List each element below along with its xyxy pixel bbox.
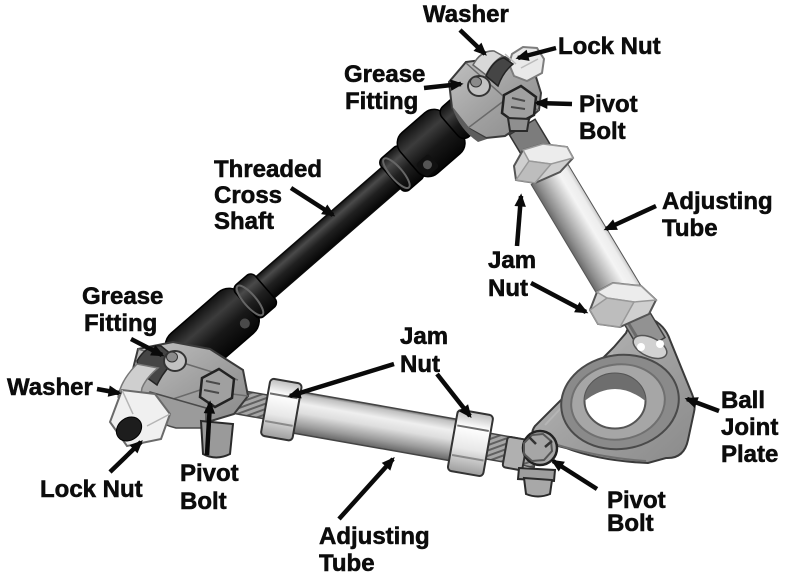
svg-text:Washer: Washer (423, 1, 509, 28)
svg-text:Tube: Tube (662, 215, 718, 242)
svg-text:Grease: Grease (82, 283, 163, 310)
svg-text:Pivot: Pivot (180, 460, 239, 487)
svg-text:Ball: Ball (721, 387, 765, 414)
svg-text:Shaft: Shaft (214, 208, 274, 235)
svg-text:Fitting: Fitting (345, 88, 418, 115)
svg-text:Grease: Grease (344, 61, 425, 88)
svg-text:Washer: Washer (7, 374, 93, 401)
svg-text:Tube: Tube (319, 550, 375, 577)
svg-text:Pivot: Pivot (579, 91, 638, 118)
svg-text:Bolt: Bolt (607, 510, 654, 537)
svg-text:Bolt: Bolt (180, 488, 227, 515)
svg-text:Pivot: Pivot (607, 487, 666, 514)
svg-text:Cross: Cross (214, 182, 282, 209)
svg-text:Bolt: Bolt (579, 118, 626, 145)
svg-text:Lock Nut: Lock Nut (558, 33, 661, 60)
svg-text:Plate: Plate (721, 441, 778, 468)
svg-text:Jam: Jam (400, 323, 448, 350)
svg-text:Fitting: Fitting (84, 310, 157, 337)
svg-text:Threaded: Threaded (214, 156, 322, 183)
svg-text:Nut: Nut (400, 351, 440, 378)
svg-text:Joint: Joint (721, 414, 778, 441)
svg-text:Adjusting: Adjusting (662, 188, 773, 215)
svg-text:Jam: Jam (488, 247, 536, 274)
svg-text:Nut: Nut (488, 275, 528, 302)
svg-text:Lock Nut: Lock Nut (40, 476, 143, 503)
svg-text:Adjusting: Adjusting (319, 523, 430, 550)
